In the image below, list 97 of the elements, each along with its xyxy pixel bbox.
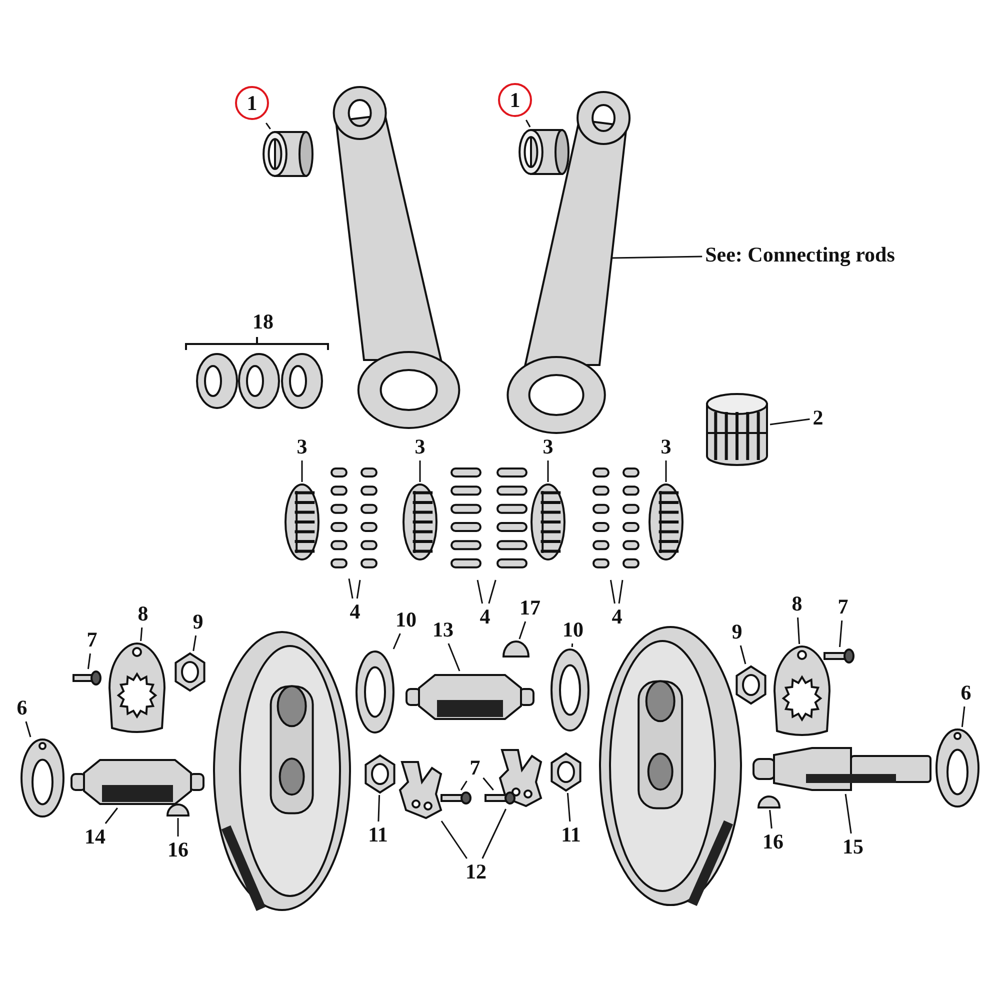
leader-line [618,580,624,604]
key-drawing [757,795,781,809]
hex-nut-drawing [362,754,398,794]
screw-drawing [484,791,516,805]
leader-line [448,643,460,672]
callout-number: 3 [660,436,672,458]
leader-line [266,122,271,130]
callout-number: 17 [520,598,540,618]
crank-pin-drawing [70,757,205,807]
callout-number: 8 [792,594,802,614]
washer-drawing [550,648,590,732]
key-drawing [502,640,530,658]
shaft-drawing [752,745,932,793]
leader-line [348,578,354,599]
callout-number: 9 [732,622,742,642]
leader-line [518,621,526,640]
roller-cage-drawing [284,483,320,561]
leader-line [547,460,549,482]
hex-nut-drawing [172,652,208,692]
callout-number: 11 [368,824,388,846]
callout-number: 2 [812,408,824,428]
screw-drawing [440,791,472,805]
crank-pin-drawing [405,672,535,722]
leader-line [476,580,483,604]
callout-number: 7 [470,758,480,778]
leader-line [488,580,496,604]
leader-line [610,256,702,259]
leader-line [770,418,810,426]
callout-number: 4 [350,602,360,622]
callout-number: 18 [252,312,274,332]
roller-cage-drawing [402,483,438,561]
callout-number: 3 [296,436,308,458]
callout-number: 8 [138,604,148,624]
leader-line [177,818,179,836]
callout-number: 1 [235,86,269,120]
reference-note: See: Connecting rods [705,244,895,266]
lock-tab-drawing [498,748,543,808]
leader-line [526,120,531,128]
callout-number: 16 [762,832,784,852]
callout-number: 9 [192,612,204,632]
callout-number: 12 [466,862,486,882]
lock-plate-drawing [108,642,166,734]
callout-number: 7 [838,596,848,618]
leader-line [104,808,118,824]
leader-line [192,635,197,652]
leader-line [665,460,667,482]
cage-bearing-drawing [705,392,769,466]
bushing-drawing [518,128,570,176]
lock-tab-drawing [398,760,443,820]
screw-drawing [72,670,102,686]
callout-number: 16 [168,840,188,860]
callout-number: 3 [414,436,426,458]
leader-line [87,653,91,670]
callout-number: 11 [561,824,581,846]
leader-line [392,633,401,650]
callout-number: 14 [84,826,106,848]
roller-cage-drawing [648,483,684,561]
callout-number: 4 [612,606,622,628]
bushing-drawing [262,130,314,178]
callout-number: 7 [86,630,98,650]
callout-number: 6 [960,682,972,704]
callout-number: 6 [16,698,28,718]
leader-line [844,794,852,834]
hex-nut-drawing [548,752,584,792]
leader-line [482,808,506,859]
callout-number: 15 [842,836,864,858]
leader-line [356,580,361,599]
leader-line [440,820,468,859]
leader-line [482,777,494,790]
callout-number: 10 [396,610,416,630]
leader-line [301,460,303,482]
hex-nut-drawing [733,665,769,705]
leader-line [961,706,966,728]
washer-drawing [20,738,65,818]
key-drawing [166,803,190,817]
leader-line [797,617,800,644]
leader-line [769,810,772,829]
washer-drawing [355,650,395,734]
leader-line [610,580,616,604]
callout-number: 13 [432,620,454,640]
leader-line [566,792,571,822]
screw-drawing [823,648,855,664]
washer-drawing [935,728,980,808]
leader-line [571,643,574,648]
leader-line [838,620,843,648]
leader-line [460,780,468,790]
leader-line [140,627,143,642]
roller-cage-drawing [530,483,566,561]
lock-plate-drawing [773,645,831,737]
callout-number: 10 [562,620,584,640]
callout-number: 4 [480,606,490,628]
leader-line [419,460,421,482]
leader-line [25,721,32,738]
leader-line [378,794,380,822]
callout-number: 3 [542,436,554,458]
leader-line [740,645,746,664]
callout-number: 1 [498,83,532,117]
